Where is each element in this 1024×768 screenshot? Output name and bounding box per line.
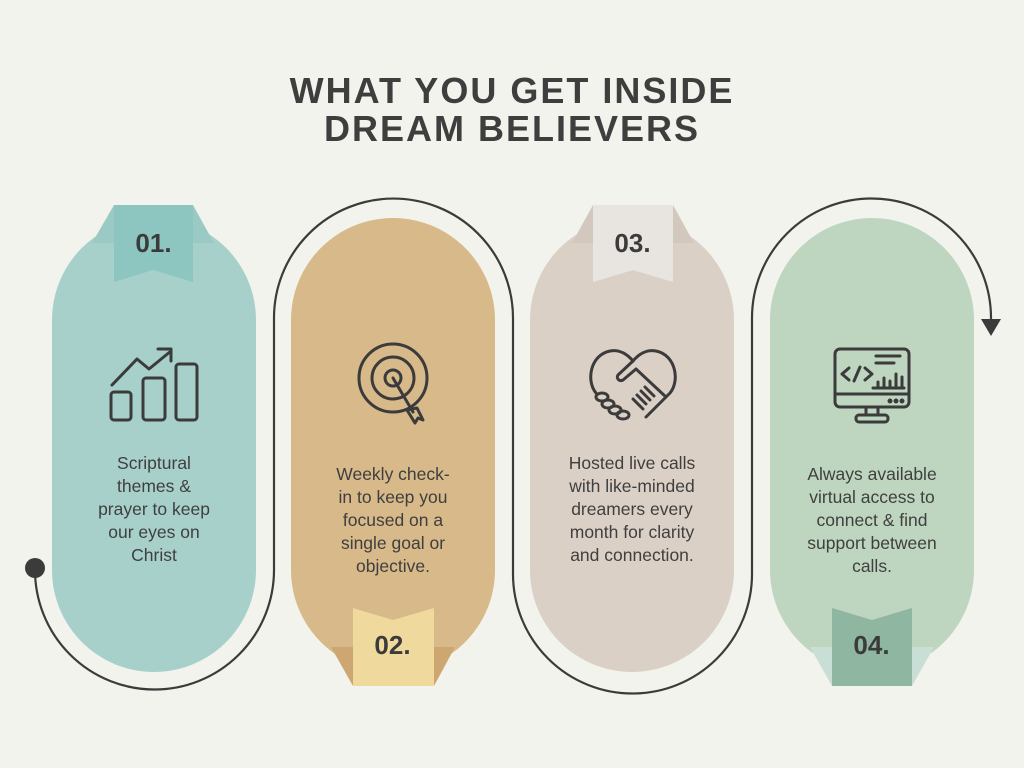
growth-chart-icon — [109, 347, 199, 422]
arrow-head-icon — [981, 319, 1001, 336]
card-02 — [291, 218, 495, 672]
number-badge-04: 04. — [853, 630, 890, 660]
card-03 — [530, 218, 734, 672]
number-badge-01: 01. — [135, 228, 172, 258]
heart-handshake-icon — [589, 349, 677, 421]
title-line-2: DREAM BELIEVERS — [323, 108, 701, 149]
title-line-1: WHAT YOU GET INSIDE — [289, 70, 735, 111]
card-01 — [52, 218, 256, 672]
number-badge-03: 03. — [614, 228, 651, 258]
start-dot — [25, 558, 45, 578]
target-icon — [357, 342, 429, 425]
page-title: WHAT YOU GET INSIDE DREAM BELIEVERS — [0, 72, 1024, 148]
number-badge-02: 02. — [374, 630, 411, 660]
card-04 — [770, 218, 974, 672]
computer-code-icon — [833, 347, 911, 424]
